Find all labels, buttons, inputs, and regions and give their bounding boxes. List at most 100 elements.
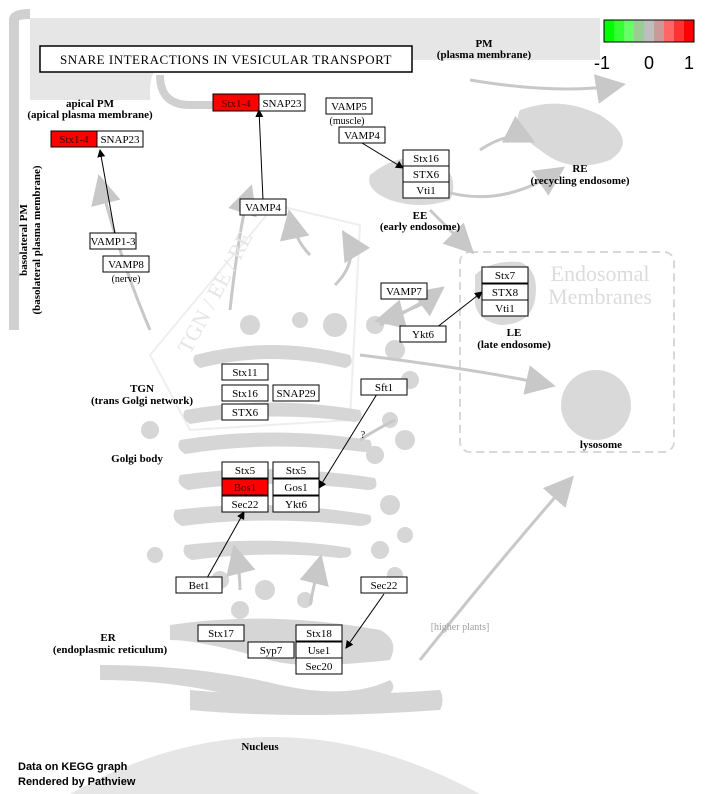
label-apical-full: (apical plasma membrane) — [27, 109, 153, 121]
lysosome-shape — [561, 370, 631, 440]
gene-node-label: Stx7 — [495, 270, 516, 282]
gene-node-label: Stx17 — [208, 628, 234, 640]
gene-node-box — [247, 641, 295, 659]
gene-node-label: Vti1 — [495, 303, 515, 315]
gene-node-box — [295, 657, 343, 675]
gene-node-box — [360, 576, 408, 594]
gene-node-vamp4-top[interactable]: VAMP4 — [338, 126, 386, 144]
legend-swatch — [634, 20, 644, 42]
gene-node-label: STX6 — [413, 169, 440, 181]
gene-node-label: Sec22 — [232, 499, 259, 511]
gene-node-vamp7[interactable]: VAMP7 — [380, 282, 428, 300]
gene-node-stx17[interactable]: Stx17 — [197, 624, 245, 642]
gene-node-box — [272, 478, 320, 496]
gene-node-box — [221, 363, 269, 381]
gene-node-label: Stx11 — [232, 367, 257, 379]
gene-node-vamp4[interactable]: VAMP4 — [239, 198, 287, 216]
gene-node-label: VAMP8 — [108, 259, 144, 271]
gene-node-stx16-ee[interactable]: Stx16 — [402, 149, 450, 167]
footer-line2: Rendered by Pathview — [18, 776, 136, 788]
gene-node-box — [402, 181, 450, 199]
gene-node-stx11[interactable]: Stx11 — [221, 363, 269, 381]
gene-node-stx5-b[interactable]: Stx5 — [272, 461, 320, 479]
gene-node-label: Sec22 — [371, 580, 398, 592]
gene-node-vamp8[interactable]: VAMP8 — [102, 255, 150, 273]
label-pm-full: (plasma membrane) — [437, 49, 532, 61]
gene-node-sec20[interactable]: Sec20 — [295, 657, 343, 675]
color-legend — [603, 19, 695, 43]
label-basolateral-full: (basolateral plasma membrane) — [31, 165, 43, 314]
gene-node-box — [380, 282, 428, 300]
gene-node-stx18[interactable]: Stx18 — [295, 624, 343, 642]
gene-node-label: Sft1 — [375, 382, 393, 394]
legend-mid-label: 0 — [644, 53, 654, 73]
gene-node-box — [221, 384, 269, 402]
gene-node-label: Vti1 — [416, 185, 436, 197]
gene-node-label: SNAP29 — [276, 388, 316, 400]
label-ee-full: (early endosome) — [380, 221, 461, 233]
legend-swatch — [614, 20, 624, 42]
label-re-full: (recycling endosome) — [530, 175, 629, 187]
gene-node-vamp13[interactable]: VAMP1-3 — [89, 232, 137, 250]
label-re: RE — [572, 163, 587, 175]
gene-node-label: Stx5 — [286, 465, 307, 477]
gene-node-box — [221, 403, 269, 421]
label-apical: apical PM — [66, 98, 115, 110]
gene-node-ykt6-golgi[interactable]: Ykt6 — [272, 495, 320, 513]
gray-pathway-arrows — [91, 74, 626, 661]
title-box — [39, 45, 413, 73]
label-tgn-full: (trans Golgi network) — [91, 395, 193, 407]
gene-node-stx6-ee[interactable]: STX6 — [402, 165, 450, 183]
gene-node-stx14-apical[interactable]: Stx1-4 — [50, 130, 98, 148]
gene-node-sec22-golgi[interactable]: Sec22 — [221, 495, 269, 513]
label-er-full: (endoplasmic reticulum) — [53, 644, 168, 656]
gene-node-label: Use1 — [308, 645, 331, 657]
gene-node-label: VAMP7 — [386, 286, 422, 298]
legend-swatch — [624, 20, 634, 42]
gene-node-box — [325, 97, 373, 115]
gene-node-snap29[interactable]: SNAP29 — [272, 384, 320, 402]
gene-node-stx6-tgn[interactable]: STX6 — [221, 403, 269, 421]
label-ee: EE — [413, 210, 428, 222]
gene-node-snap23-apical[interactable]: SNAP23 — [96, 130, 144, 148]
label-membranes: Membranes — [548, 284, 652, 309]
gene-node-label: VAMP4 — [245, 202, 281, 214]
gene-node-label: Ykt6 — [285, 499, 308, 511]
gene-node-box — [102, 255, 150, 273]
gene-node-stx8[interactable]: STX8 — [481, 283, 529, 301]
gene-node-vamp5[interactable]: VAMP5 — [325, 97, 373, 115]
gene-node-sec22-er[interactable]: Sec22 — [360, 576, 408, 594]
gene-node-label: SNAP23 — [262, 98, 302, 110]
label-tgn-watermark: TGN / EE / RE — [172, 227, 257, 357]
gene-node-label: VAMP4 — [344, 130, 380, 142]
gene-node-box — [221, 495, 269, 513]
gene-node-label: Bet1 — [189, 580, 210, 592]
gene-node-stx16-tgn[interactable]: Stx16 — [221, 384, 269, 402]
gene-node-vti1-ee[interactable]: Vti1 — [402, 181, 450, 199]
gene-node-stx14-pm[interactable]: Stx1-4 — [212, 93, 260, 112]
gene-node-syp7[interactable]: Syp7 — [247, 641, 295, 659]
label-basolateral: basolateral PM — [18, 203, 30, 275]
gene-node-use1[interactable]: Use1 — [295, 641, 343, 659]
gene-node-label: Syp7 — [260, 645, 283, 657]
gene-node-box — [481, 266, 529, 284]
gene-node-box — [272, 384, 320, 402]
gene-node-label: Bos1 — [234, 482, 257, 494]
gene-node-snap23-pm[interactable]: SNAP23 — [258, 93, 306, 112]
gene-node-label: Ykt6 — [412, 329, 435, 341]
gene-node-sft1[interactable]: Sft1 — [360, 378, 408, 396]
gene-node-vti1-le[interactable]: Vti1 — [481, 299, 529, 317]
gene-node-label: SNAP23 — [100, 134, 140, 146]
label-higher-plants: [higher plants] — [431, 622, 490, 633]
gene-node-stx5-a[interactable]: Stx5 — [221, 461, 269, 479]
gene-node-bet1[interactable]: Bet1 — [175, 576, 223, 594]
label-golgi: Golgi body — [111, 453, 163, 465]
legend-swatch — [654, 20, 664, 42]
gene-node-ykt6-le[interactable]: Ykt6 — [399, 325, 447, 343]
gene-node-gos1[interactable]: Gos1 — [272, 478, 320, 496]
interaction-arrows — [97, 109, 483, 649]
gene-node-box — [295, 624, 343, 642]
gene-node-stx7[interactable]: Stx7 — [481, 266, 529, 284]
gene-node-bos1[interactable]: Bos1 — [221, 478, 269, 496]
legend-swatch — [684, 20, 694, 42]
